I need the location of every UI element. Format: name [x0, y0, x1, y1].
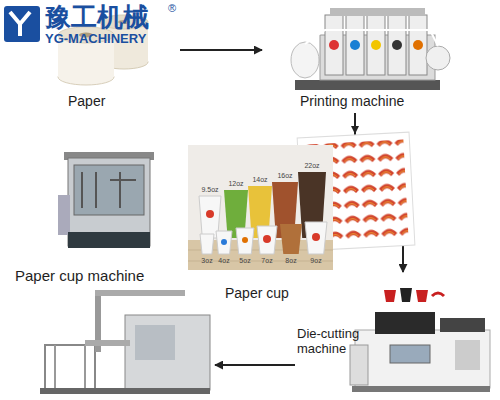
cup-forming-machine [125, 315, 210, 390]
small-cup-blanks [384, 288, 444, 302]
printing-machine [330, 8, 425, 16]
logo-english: YG-MACHINERY [45, 32, 146, 46]
step-label: Paper cup [225, 285, 335, 301]
paper-cup-photo [257, 226, 277, 254]
size-label: 8oz [285, 257, 296, 265]
size-label: 16oz [277, 172, 292, 180]
die-cutting-machine [390, 345, 430, 363]
printing-machine [392, 40, 402, 50]
paper-cup-photo [236, 228, 254, 254]
printing-machine [291, 8, 450, 90]
printing-machine [409, 15, 427, 75]
step-label: Paper [68, 93, 168, 109]
paper-cup-machine [82, 172, 136, 208]
paper-cup-photo [263, 235, 271, 243]
size-label: 12oz [228, 180, 243, 188]
paper-cup-photo [188, 145, 333, 270]
printing-machine [329, 40, 339, 50]
die-cutting-machine [355, 330, 490, 388]
printing-machine [305, 30, 438, 46]
small-cup-blanks [416, 290, 428, 302]
paper-cup-photo [242, 237, 248, 243]
printing-machine [291, 42, 319, 78]
cup-forming-machine [40, 388, 210, 394]
size-label: 4oz [218, 257, 229, 265]
paper-cup-photo [312, 233, 320, 241]
die-cutting-machine [455, 340, 480, 370]
small-cup-blanks [400, 288, 412, 302]
step-label: Printing machine [300, 93, 450, 109]
step-printing: Printing machine [262, 5, 452, 113]
printing-machine [350, 40, 360, 50]
logo-mark [4, 6, 40, 42]
small-cup-blanks [432, 293, 444, 296]
printing-machine [295, 80, 440, 90]
size-label: 9oz [310, 257, 321, 265]
die-cutting-machine [375, 312, 435, 334]
paper-cup-photo [206, 210, 214, 218]
logo-mark [18, 24, 22, 36]
logo-mark [10, 12, 30, 24]
printing-machine [413, 40, 423, 50]
printing-machine [367, 15, 385, 75]
paper-cup-photo [305, 222, 327, 254]
step-label: Die-cutting machine [297, 327, 369, 357]
flow-arrow [215, 364, 295, 366]
printed-sheet [351, 126, 359, 134]
size-label: 3oz [201, 257, 212, 265]
paper-cup-machine [58, 195, 70, 235]
cup-forming-machine [85, 340, 130, 346]
die-cutting-machine [350, 345, 368, 385]
size-label: 5oz [239, 257, 250, 265]
paper-cup-machine [58, 152, 154, 248]
step-label: Paper cup machine [15, 267, 205, 284]
paper-cup-machine [74, 165, 144, 215]
logo-chinese: 豫工机械 [45, 3, 149, 32]
size-label: 9.5oz [201, 186, 218, 194]
step-die-cutting: Die-cutting machine [295, 272, 495, 395]
cup-forming-machine [95, 290, 185, 296]
paper-cup-photo [188, 145, 333, 270]
printing-machine [346, 15, 364, 75]
small-cup-blanks [384, 290, 396, 302]
paper-cup-photo [200, 234, 214, 254]
step-cup-machine: Paper cup machine [10, 145, 215, 397]
printing-machine [325, 15, 343, 75]
printing-machine [388, 15, 406, 75]
size-label: 7oz [261, 257, 272, 265]
paper-cup-photo [280, 224, 302, 254]
cup-forming-machine [135, 325, 175, 360]
cup-forming-machine [55, 345, 85, 390]
die-cutting-machine [350, 312, 490, 392]
registered-mark: ® [168, 2, 176, 14]
size-label: 22oz [304, 162, 319, 170]
printing-machine [426, 46, 450, 70]
cup-forming-machine [40, 290, 210, 394]
die-cutting-machine [440, 318, 485, 332]
logo-mark [4, 6, 40, 42]
flow-arrow [180, 49, 262, 51]
paper-cup-photo [216, 231, 232, 254]
die-cutting-machine [352, 386, 490, 392]
paper-cup-photo [221, 239, 227, 245]
cup-forming-machine [45, 345, 95, 390]
printing-machine [371, 40, 381, 50]
size-label: 14oz [252, 176, 267, 184]
paper-cup-machine [68, 232, 150, 248]
